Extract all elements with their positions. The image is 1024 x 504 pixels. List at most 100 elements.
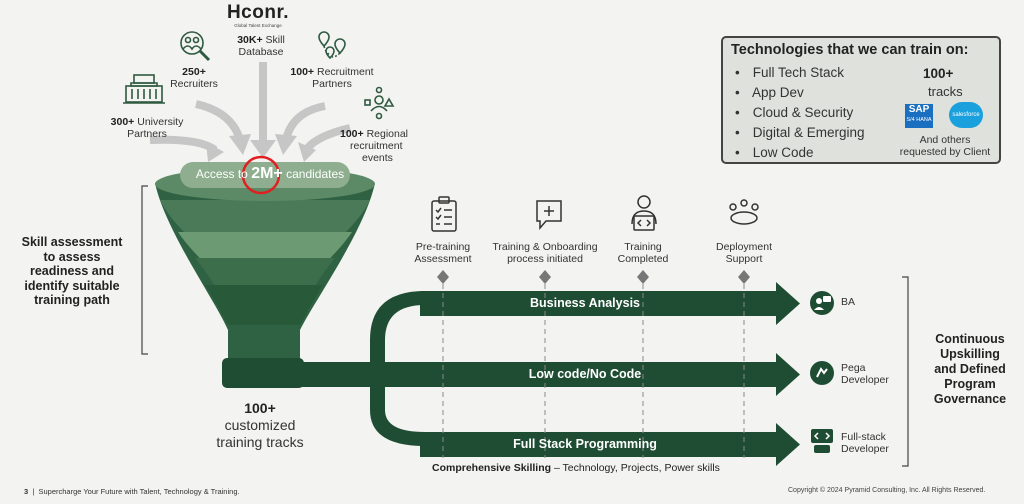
tech-item-label: App Dev [752, 85, 804, 100]
stage-line1: Training & Onboarding [492, 241, 598, 253]
access-candidates: Access to 2M+ candidates [190, 165, 350, 183]
bullet: • [735, 65, 740, 80]
technologies-box: Technologies that we can train on: • Ful… [721, 36, 1001, 164]
footer-sep: | [32, 487, 35, 496]
page-number: 3 [24, 487, 29, 496]
left-bracket [141, 185, 148, 355]
regional-num: 100+ [340, 128, 364, 140]
arrow-recruiters [195, 100, 244, 142]
track-lowcode-label: Low code/No Code [528, 367, 642, 381]
cont-line3: and Defined [934, 362, 1006, 376]
bullet: • [735, 105, 740, 120]
technologies-title: Technologies that we can train on: [731, 42, 969, 58]
stage-pretraining: Pre-training Assessment [388, 241, 498, 265]
stage-line1: Deployment [715, 241, 773, 253]
stage-line1: Training [624, 241, 662, 253]
university-line1: University [134, 116, 184, 128]
cont-line4: Program [944, 377, 996, 391]
stage-deployment: Deployment Support [689, 241, 799, 265]
role-line1: Full-stack [841, 431, 886, 443]
sap-sub: S/4 HANA [906, 117, 932, 123]
cont-line5: Governance [933, 392, 1007, 406]
logo-word: Hconr. [226, 2, 290, 23]
sap-logo: SAP S/4 HANA [905, 104, 933, 128]
ba-icon [809, 290, 835, 316]
role-fullstack: Full-stack Developer [841, 431, 889, 455]
university-icon [123, 72, 165, 106]
tech-item: • Full Tech Stack [735, 65, 844, 80]
customized-tracks: 100+ customized training tracks [200, 400, 320, 451]
bullet: • [735, 125, 740, 140]
footer-left: 3 | Supercharge Your Future with Talent,… [24, 487, 240, 496]
role-pega: Pega Developer [841, 362, 889, 386]
skill-db-num: 30K+ [237, 34, 263, 46]
source-university: 300+ University Partners [104, 116, 190, 140]
cont-line1: Continuous [935, 332, 1005, 346]
bullet: • [735, 85, 740, 100]
continuous-upskilling: Continuous Upskilling and Defined Progra… [918, 332, 1022, 407]
source-skill-db: 30K+ Skill Database [226, 34, 296, 58]
source-recruiters: 250+ Recruiters [166, 66, 222, 90]
track-fullstack-label: Full Stack Programming [513, 437, 657, 451]
tech-tracks-num: 100+ [923, 66, 954, 81]
milestones [437, 270, 750, 458]
skill-db-line1: Skill [262, 34, 285, 46]
access-prefix: Access to [195, 167, 252, 181]
others-line2: requested by Client [899, 146, 991, 158]
university-num: 300+ [110, 116, 135, 128]
events-icon [362, 86, 396, 120]
team-meeting-icon [726, 198, 762, 228]
hoonr-logo: Hconr. Global Talent Exchange [218, 2, 298, 29]
stage-onboarding: Training & Onboarding process initiated [490, 241, 600, 265]
skill-assessment-label: Skill assessment to assess readiness and… [4, 235, 140, 308]
track-ba-label: Business Analysis [529, 296, 640, 310]
stage-line2: Assessment [414, 253, 472, 265]
tech-item: • Low Code [735, 145, 814, 160]
tech-item-label: Cloud & Security [752, 105, 854, 120]
funnel-spout [222, 358, 304, 388]
regional-line2: recruitment [350, 140, 403, 152]
role-line1: Pega [841, 362, 866, 374]
tech-item: • App Dev [735, 85, 804, 100]
recruiters-icon [177, 29, 213, 63]
source-recruitment-partners: 100+ Recruitment Partners [288, 66, 376, 90]
sap-label: SAP [908, 104, 930, 115]
regional-line1: Regional [363, 128, 409, 140]
track-arrows [296, 282, 800, 466]
role-line2: Developer [841, 443, 889, 455]
footer-copyright: Copyright © 2024 Pyramid Consulting, Inc… [788, 487, 986, 494]
tech-others: And others requested by Client [893, 134, 997, 158]
gray-arrows [149, 62, 351, 162]
chat-plus-icon [534, 198, 564, 230]
tech-item-label: Low Code [752, 145, 814, 160]
recruiters-line2: Recruiters [170, 78, 218, 90]
stage-line1: Pre-training [415, 241, 471, 253]
custom-tracks-line2: training tracks [216, 434, 304, 450]
role-line2: Developer [841, 374, 889, 386]
partners-line2: Partners [312, 78, 352, 90]
stage-line2: Completed [617, 253, 669, 265]
stage-completed: Training Completed [588, 241, 698, 265]
comp-bold: Comprehensive Skilling [432, 462, 552, 474]
custom-tracks-num: 100+ [244, 400, 276, 416]
tech-tracks-label: tracks [928, 84, 963, 99]
fullstack-icon [810, 428, 834, 454]
arrowhead-ba [776, 282, 800, 325]
recruiters-num: 250+ [182, 66, 206, 78]
partners-line1: Recruitment [314, 66, 374, 78]
pega-icon [809, 360, 835, 386]
tech-item: • Digital & Emerging [735, 125, 865, 140]
skill-line2: to assess [43, 249, 101, 264]
comprehensive-skilling: Comprehensive Skilling – Technology, Pro… [432, 462, 720, 474]
arrowhead-lowcode [776, 353, 800, 396]
comp-rest: – Technology, Projects, Power skills [551, 462, 720, 474]
salesforce-logo: salesforce [949, 102, 983, 128]
tech-item: • Cloud & Security [735, 105, 853, 120]
arrow-university [149, 135, 218, 154]
others-line1: And others [919, 134, 971, 146]
highlight-circle [241, 155, 281, 195]
access-suffix: candidates [282, 167, 345, 181]
salesforce-label: salesforce [952, 112, 980, 118]
university-line2: Partners [127, 128, 167, 140]
